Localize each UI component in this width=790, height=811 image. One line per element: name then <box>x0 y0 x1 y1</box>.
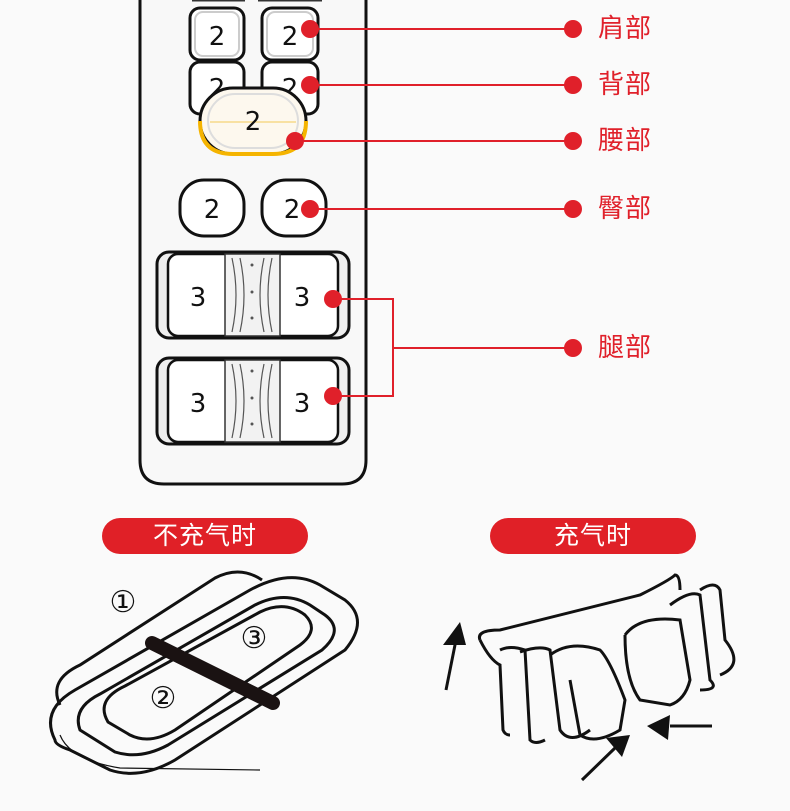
callout-end-dot <box>564 132 582 150</box>
callout-end-dot <box>564 76 582 94</box>
label-leg: 腿部 <box>598 333 653 363</box>
marker-3: ③ <box>241 621 268 656</box>
key-label: 2 <box>209 22 226 52</box>
rocker-leg-top: 3 3 <box>155 250 351 340</box>
arrow-left-icon <box>647 715 712 740</box>
marker-2: ② <box>150 681 177 716</box>
callout-end-dot <box>564 200 582 218</box>
label-waist: 腰部 <box>598 126 653 156</box>
callout-dot <box>301 20 319 38</box>
key-label: 3 <box>190 389 207 419</box>
key-label: 2 <box>204 195 221 225</box>
label-shoulder: 肩部 <box>598 14 653 44</box>
arrow-diagonal-icon <box>580 735 630 782</box>
key-label: 2 <box>282 22 299 52</box>
inflated-pad-illustration <box>477 573 736 744</box>
key-shoulder-left: 2 <box>188 6 246 62</box>
callout-dot <box>286 132 304 150</box>
marker-1: ① <box>110 585 137 620</box>
inflated-state-badge: 充气时 <box>490 518 696 554</box>
key-hip-left: 2 <box>178 178 246 238</box>
callout-dot <box>301 200 319 218</box>
key-hip-right: 2 <box>260 178 328 238</box>
key-label: 2 <box>245 107 262 137</box>
arrow-up-icon <box>443 622 466 691</box>
callout-end-dot <box>564 339 582 357</box>
label-back: 背部 <box>598 70 653 100</box>
callout-dot <box>301 76 319 94</box>
key-shoulder-right: 2 <box>260 6 320 62</box>
key-label: 3 <box>294 283 311 313</box>
callout-dot <box>324 290 342 308</box>
key-label: 2 <box>284 195 301 225</box>
callout-line-leg <box>332 298 573 397</box>
deflated-state-badge: 不充气时 <box>102 518 308 554</box>
callout-dot <box>324 387 342 405</box>
callout-end-dot <box>564 20 582 38</box>
key-label: 3 <box>294 389 311 419</box>
key-label: 3 <box>190 283 207 313</box>
label-hip: 臀部 <box>598 194 653 224</box>
rocker-leg-bottom: 3 3 <box>155 356 351 446</box>
deflated-pad-illustration <box>49 570 359 775</box>
